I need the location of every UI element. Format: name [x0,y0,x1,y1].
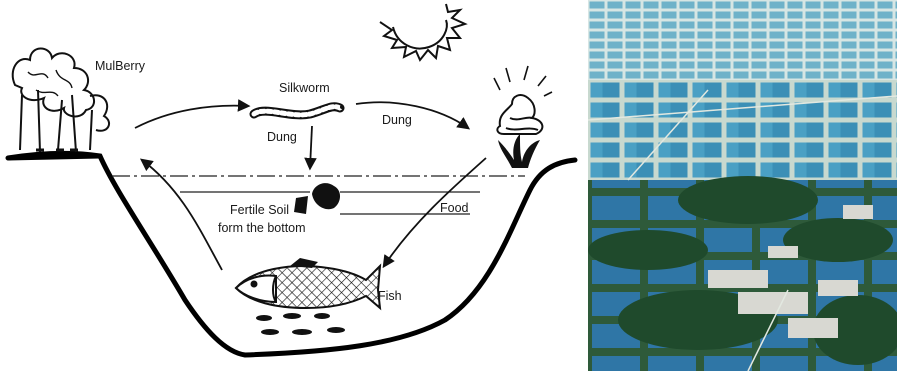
ponds-mid [588,80,897,180]
arrow-dung-to-fish [384,158,486,266]
soil-clump-icon [294,183,340,214]
fish-icon [236,258,380,308]
label-dung-right: Dung [382,113,412,127]
sun-icon [380,4,465,60]
label-dung-left: Dung [267,130,297,144]
label-soil-line2: form the bottom [218,221,306,235]
label-soil-line1: Fertile Soil [230,203,289,217]
label-silkworm: Silkworm [279,81,330,95]
arrow-silkworm-dung-down [310,126,312,168]
cycle-arrows [135,102,486,270]
pond-outline [8,153,575,355]
label-food: Food [440,201,469,215]
dung-pile-icon [494,66,552,134]
silkworm-icon [254,105,344,115]
ecological-cycle-diagram: MulBerry Silkworm Dung Dung Fertile Soil… [0,0,580,371]
label-fish: Fish [378,289,402,303]
aerial-fish-pond-photo [588,0,897,371]
plant-icon [498,134,540,168]
arrow-mulberry-to-silkworm [135,106,248,128]
label-mulberry: MulBerry [95,59,146,73]
ponds-far [588,0,897,80]
pond-bottom-sediment [256,313,345,335]
arrow-silkworm-to-dung [356,102,468,128]
